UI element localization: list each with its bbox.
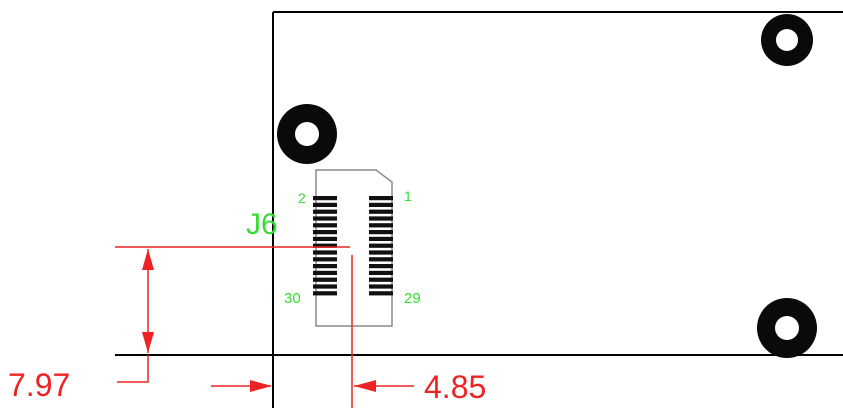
pin-pad-left	[313, 257, 337, 262]
pin-pad-right	[369, 223, 393, 228]
pin-pad-left	[313, 209, 337, 214]
pin-pad-left	[313, 230, 337, 235]
pin-pad-right	[369, 257, 393, 262]
pin-pad-left	[313, 264, 337, 269]
pin-pad-right	[369, 291, 393, 296]
pin-pad-left	[313, 223, 337, 228]
pin-label-bottom-right: 29	[404, 290, 421, 307]
pin-pad-right	[369, 250, 393, 255]
dimension-arrow-right	[250, 380, 272, 392]
pin-pad-left	[313, 202, 337, 208]
dimension-arrow-up	[142, 249, 154, 270]
pin-pad-left	[313, 277, 337, 282]
pin-pad-left	[313, 243, 337, 248]
pin-label-top-left: 2	[298, 190, 306, 206]
connector-outline	[315, 169, 393, 327]
board-outline	[115, 11, 843, 408]
pin-pad-right	[369, 277, 393, 282]
pin-pad-left	[313, 291, 337, 296]
pin-column-left	[313, 196, 337, 296]
pin-pad-right	[369, 270, 393, 276]
vertical-dimension-value: 7.97	[8, 367, 70, 403]
pin-label-top-right: 1	[404, 188, 412, 204]
pin-pad-left	[313, 236, 337, 242]
pin-pad-right	[369, 230, 393, 235]
pin-pad-left	[313, 270, 337, 276]
pin-column-right	[369, 196, 393, 296]
dimension-arrow-left	[354, 380, 376, 392]
vertical-dimension	[115, 246, 350, 383]
pin-label-bottom-left: 30	[284, 290, 301, 307]
horizontal-dimension	[211, 255, 414, 408]
pin-pad-left	[313, 250, 337, 255]
pin-pad-right	[369, 196, 393, 201]
horizontal-dimension-value: 4.85	[424, 369, 486, 405]
mounting-hole-bottom-right	[757, 298, 817, 358]
pin-pad-left	[313, 284, 337, 289]
pin-pad-right	[369, 236, 393, 242]
pin-pad-right	[369, 209, 393, 214]
pin-pad-right	[369, 202, 393, 208]
connector-designator: J6	[246, 208, 278, 241]
pin-pad-left	[313, 196, 337, 201]
pin-pad-right	[369, 284, 393, 289]
mounting-hole-top-right	[761, 14, 813, 66]
pin-pad-right	[369, 216, 393, 221]
dimension-arrow-down	[142, 332, 154, 353]
mounting-hole-left	[277, 104, 337, 164]
pin-pad-right	[369, 264, 393, 269]
pin-pad-right	[369, 243, 393, 248]
pin-pad-left	[313, 216, 337, 221]
